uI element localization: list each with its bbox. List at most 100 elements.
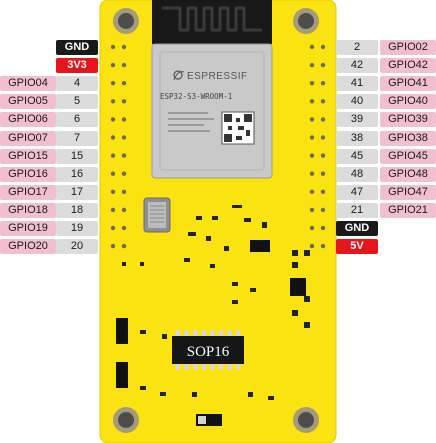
pin-name-label: GPIO45 [380,149,436,164]
header-hole [110,99,116,104]
smd-components [122,205,310,400]
module-model: ESP32-S3-WROOM-1 [160,92,232,101]
header-hole [121,99,127,104]
ic-pin [210,330,215,336]
header-hole [110,44,116,50]
ic-pin [184,330,189,336]
header-hole [121,62,127,68]
header-hole [320,99,326,104]
pin-number-label: 42 [336,58,378,73]
header-hole [110,135,116,140]
pin-name-label: 3V3 [56,58,98,73]
ic-pin [193,330,198,336]
pin-name-label: GPIO16 [0,167,56,182]
header-hole [110,243,116,249]
pin-name-label: GPIO02 [380,40,436,55]
header-hole [309,153,315,158]
pin-name-label: GND [336,221,378,236]
pin-name-label: GPIO41 [380,76,436,91]
pin-name-label: GPIO21 [380,203,436,218]
pin-number-label: 47 [336,185,378,200]
header-hole [309,117,315,122]
ic-pin [176,364,180,370]
mounting-hole-tr [293,8,319,34]
header-hole [320,81,326,86]
pin-name-label: GPIO40 [380,94,436,109]
ic-pin [236,330,241,336]
mounting-hole-tl [113,8,139,34]
pin-name-label: GPIO19 [0,221,56,236]
pin-name-label: 5V [336,239,378,254]
header-hole [320,189,326,194]
pin-number-label: 17 [56,185,98,200]
header-hole [320,62,326,68]
pin-number-label: 5 [56,94,98,109]
pin-name-label: GPIO18 [0,203,56,218]
pin-number-label: 41 [336,76,378,91]
pin-number-label: 7 [56,131,98,146]
pin-name-label: GPIO42 [380,58,436,73]
module-brand: ESPRESSIF [187,71,248,82]
module-shield [151,43,273,179]
header-hole [320,225,326,231]
header-hole [121,153,127,158]
mounting-hole-bl [113,407,139,433]
pin-name-label: GPIO47 [380,185,436,200]
pin-name-label: GPIO05 [0,94,56,109]
qr-code-icon [221,111,255,145]
header-hole [110,81,116,86]
header-hole [309,225,315,231]
pin-number-label: 21 [336,203,378,218]
pin-number-label: 4 [56,76,98,91]
header-hole [320,135,326,140]
pin-name-label: GPIO20 [0,239,56,254]
espressif-logo-icon [173,70,185,81]
header-hole [110,189,116,194]
ic-pin [201,364,206,370]
regulator-components [116,240,306,426]
header-hole [309,81,315,86]
pin-name-label: GPIO38 [380,131,436,146]
antenna-trace [162,6,262,32]
ic-pin [176,330,180,336]
mounting-hole-br [293,407,319,433]
header-hole [309,135,315,140]
header-hole [309,171,315,176]
pin-name-label: GPIO17 [0,185,56,200]
header-hole [320,44,326,50]
pin-number-label: 2 [336,40,378,55]
pin-name-label: GPIO15 [0,149,56,164]
pin-number-label: 20 [56,239,98,254]
ic-pin [227,330,232,336]
sop16-chip: SOP16 [172,330,244,370]
header-hole [121,243,127,249]
pin-number-label: 6 [56,112,98,127]
pin-name-label: GND [56,40,98,55]
pin-number-label: 45 [336,149,378,164]
header-hole [320,243,326,249]
header-hole [110,153,116,158]
ic-pin [184,364,189,370]
ic-pin [219,330,223,336]
header-hole [110,117,116,122]
pin-number-label: 39 [336,112,378,127]
usb-connector [143,197,171,233]
ic-pin [236,364,241,370]
right-header-holes [309,44,326,249]
pin-number-label: 38 [336,131,378,146]
header-hole [320,171,326,176]
pin-name-label: GPIO07 [0,131,56,146]
header-hole [320,207,326,213]
header-hole [121,81,127,86]
pin-number-label: 18 [56,203,98,218]
header-hole [320,117,326,122]
pin-name-label: GPIO39 [380,112,436,127]
pin-name-label: GPIO04 [0,76,56,91]
ic-pin [193,364,198,370]
pin-number-label: 15 [56,149,98,164]
header-hole [309,207,315,213]
ic-pin [210,364,215,370]
header-hole [320,153,326,158]
